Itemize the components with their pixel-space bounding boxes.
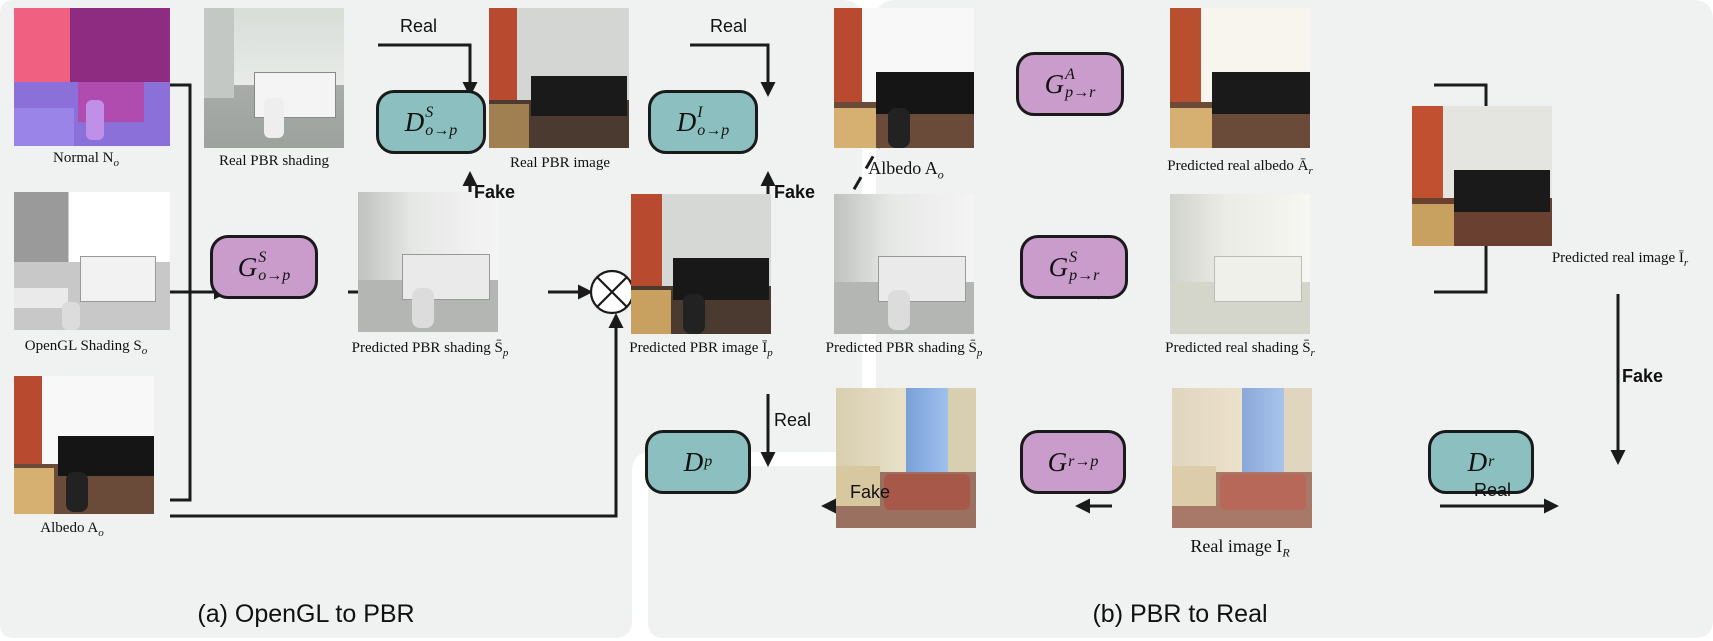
image-opengl-shading bbox=[14, 192, 170, 330]
image-pred-real-shading bbox=[1170, 194, 1310, 334]
edge-label-fake-3: Fake bbox=[1622, 366, 1664, 386]
image-pred-real-image bbox=[1412, 106, 1552, 246]
image-normal bbox=[14, 8, 170, 146]
edge-label-fake-4: Fake bbox=[850, 482, 891, 502]
edge-label-real-3: Real bbox=[774, 410, 812, 430]
edge-label-real-2: Real bbox=[710, 16, 748, 36]
edge-label-real-1: Real bbox=[400, 16, 438, 36]
image-pred-pbr-shading-a bbox=[358, 192, 498, 332]
arrow-albedo-to-mult bbox=[170, 313, 624, 518]
arrow-real-shading-to-ds bbox=[378, 43, 478, 97]
image-real-pbr-shading bbox=[204, 8, 344, 148]
label-pred-real-albedo: Predicted real albedo Ār bbox=[1167, 158, 1313, 177]
label-albedo-a: Albedo Ao bbox=[40, 520, 104, 539]
multiply-icon-a bbox=[589, 269, 635, 315]
label-real-image: Real image IR bbox=[1190, 536, 1290, 560]
arrow-albedo-to-gos bbox=[170, 292, 192, 502]
image-pred-pbr-shading-b bbox=[834, 194, 974, 334]
label-real-pbr-image: Real PBR image bbox=[510, 155, 610, 171]
label-normal: Normal No bbox=[53, 150, 119, 169]
arrow-normal-to-gos bbox=[170, 83, 192, 292]
label-pred-real-image: Predicted real image Īr bbox=[1551, 250, 1689, 269]
image-pred-pbr-image bbox=[631, 194, 771, 334]
image-pred-real-albedo bbox=[1170, 8, 1310, 148]
label-pred-pbr-shading-b: Predicted PBR shading S̄p bbox=[825, 340, 983, 359]
image-real bbox=[1172, 388, 1312, 528]
edge-label-real-4: Real bbox=[1474, 480, 1512, 500]
arrow-real-image-to-di bbox=[690, 43, 776, 97]
label-real-pbr-shading: Real PBR shading bbox=[218, 153, 330, 169]
label-pred-pbr-shading-a: Predicted PBR shading S̄p bbox=[351, 340, 509, 359]
label-pred-real-shading: Predicted real shading S̄r bbox=[1165, 340, 1315, 359]
panel-a-title: (a) OpenGL to PBR bbox=[197, 600, 415, 628]
image-albedo-b bbox=[834, 8, 974, 148]
image-albedo-a bbox=[14, 376, 154, 514]
label-pred-pbr-image: Predicted PBR image Īp bbox=[629, 340, 773, 359]
image-generated-pbr bbox=[836, 388, 976, 528]
label-albedo-b: Albedo Ao bbox=[868, 158, 944, 182]
panel-b-title: (b) PBR to Real bbox=[1092, 600, 1268, 628]
image-real-pbr-image bbox=[489, 8, 629, 148]
edge-label-fake-1: Fake bbox=[474, 182, 516, 202]
label-opengl-shading: OpenGL Shading So bbox=[24, 338, 148, 357]
edge-label-fake-2: Fake bbox=[774, 182, 816, 202]
